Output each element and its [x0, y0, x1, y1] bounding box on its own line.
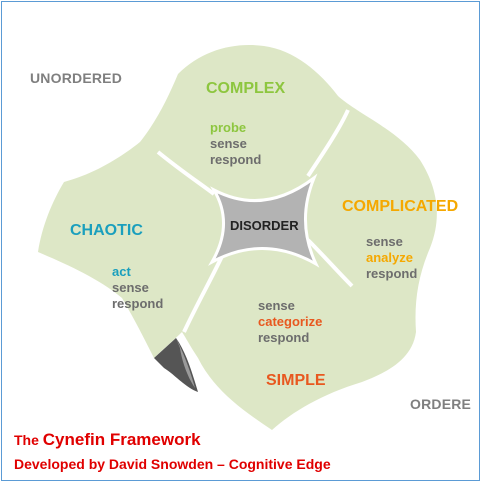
chaotic-verb-sense: sense	[112, 280, 149, 295]
simple-verb-categorize: categorize	[258, 314, 323, 329]
complicated-verbs: sense analyze respond	[366, 234, 417, 282]
caption-credit: Developed by David Snowden – Cognitive E…	[14, 456, 331, 472]
disorder-shape	[208, 173, 320, 268]
unordered-label: UNORDERED	[30, 70, 123, 86]
ordered-label: ORDERE	[410, 396, 472, 412]
complex-title: COMPLEX	[206, 80, 286, 97]
caption-prefix: The	[14, 432, 43, 448]
cynefin-diagram	[38, 45, 437, 430]
simple-title: SIMPLE	[266, 372, 326, 389]
fold-highlight	[176, 338, 195, 388]
chaotic-verb-act: act	[112, 264, 131, 279]
chaotic-title: CHAOTIC	[70, 222, 143, 239]
complex-verb-sense: sense	[210, 136, 247, 151]
chaotic-verbs: act sense respond	[112, 264, 163, 312]
complex-verb-respond: respond	[210, 152, 262, 167]
complicated-title: COMPLICATED	[342, 198, 459, 215]
divider-complicated-simple	[306, 238, 354, 288]
divider-complex-complicated	[306, 109, 350, 178]
simple-verb-sense: sense	[258, 298, 295, 313]
simple-verb-respond: respond	[258, 330, 310, 345]
complicated-verb-sense: sense	[366, 234, 403, 249]
caption-title: Cynefin Framework	[42, 430, 201, 449]
divider-complex-chaotic	[156, 150, 216, 196]
complicated-verb-analyze: analyze	[366, 250, 413, 265]
complex-verbs: probe sense respond	[210, 120, 261, 168]
chaotic-verb-respond: respond	[112, 296, 164, 311]
complicated-verb-respond: respond	[366, 266, 418, 281]
fold-shadow	[154, 338, 198, 392]
disorder-title: DISORDER	[230, 218, 299, 233]
divider-chaotic-simple	[182, 251, 226, 333]
caption-title-line: The Cynefin Framework	[14, 430, 201, 450]
complex-verb-probe: probe	[210, 120, 247, 135]
simple-verbs: sense categorize respond	[258, 298, 322, 346]
